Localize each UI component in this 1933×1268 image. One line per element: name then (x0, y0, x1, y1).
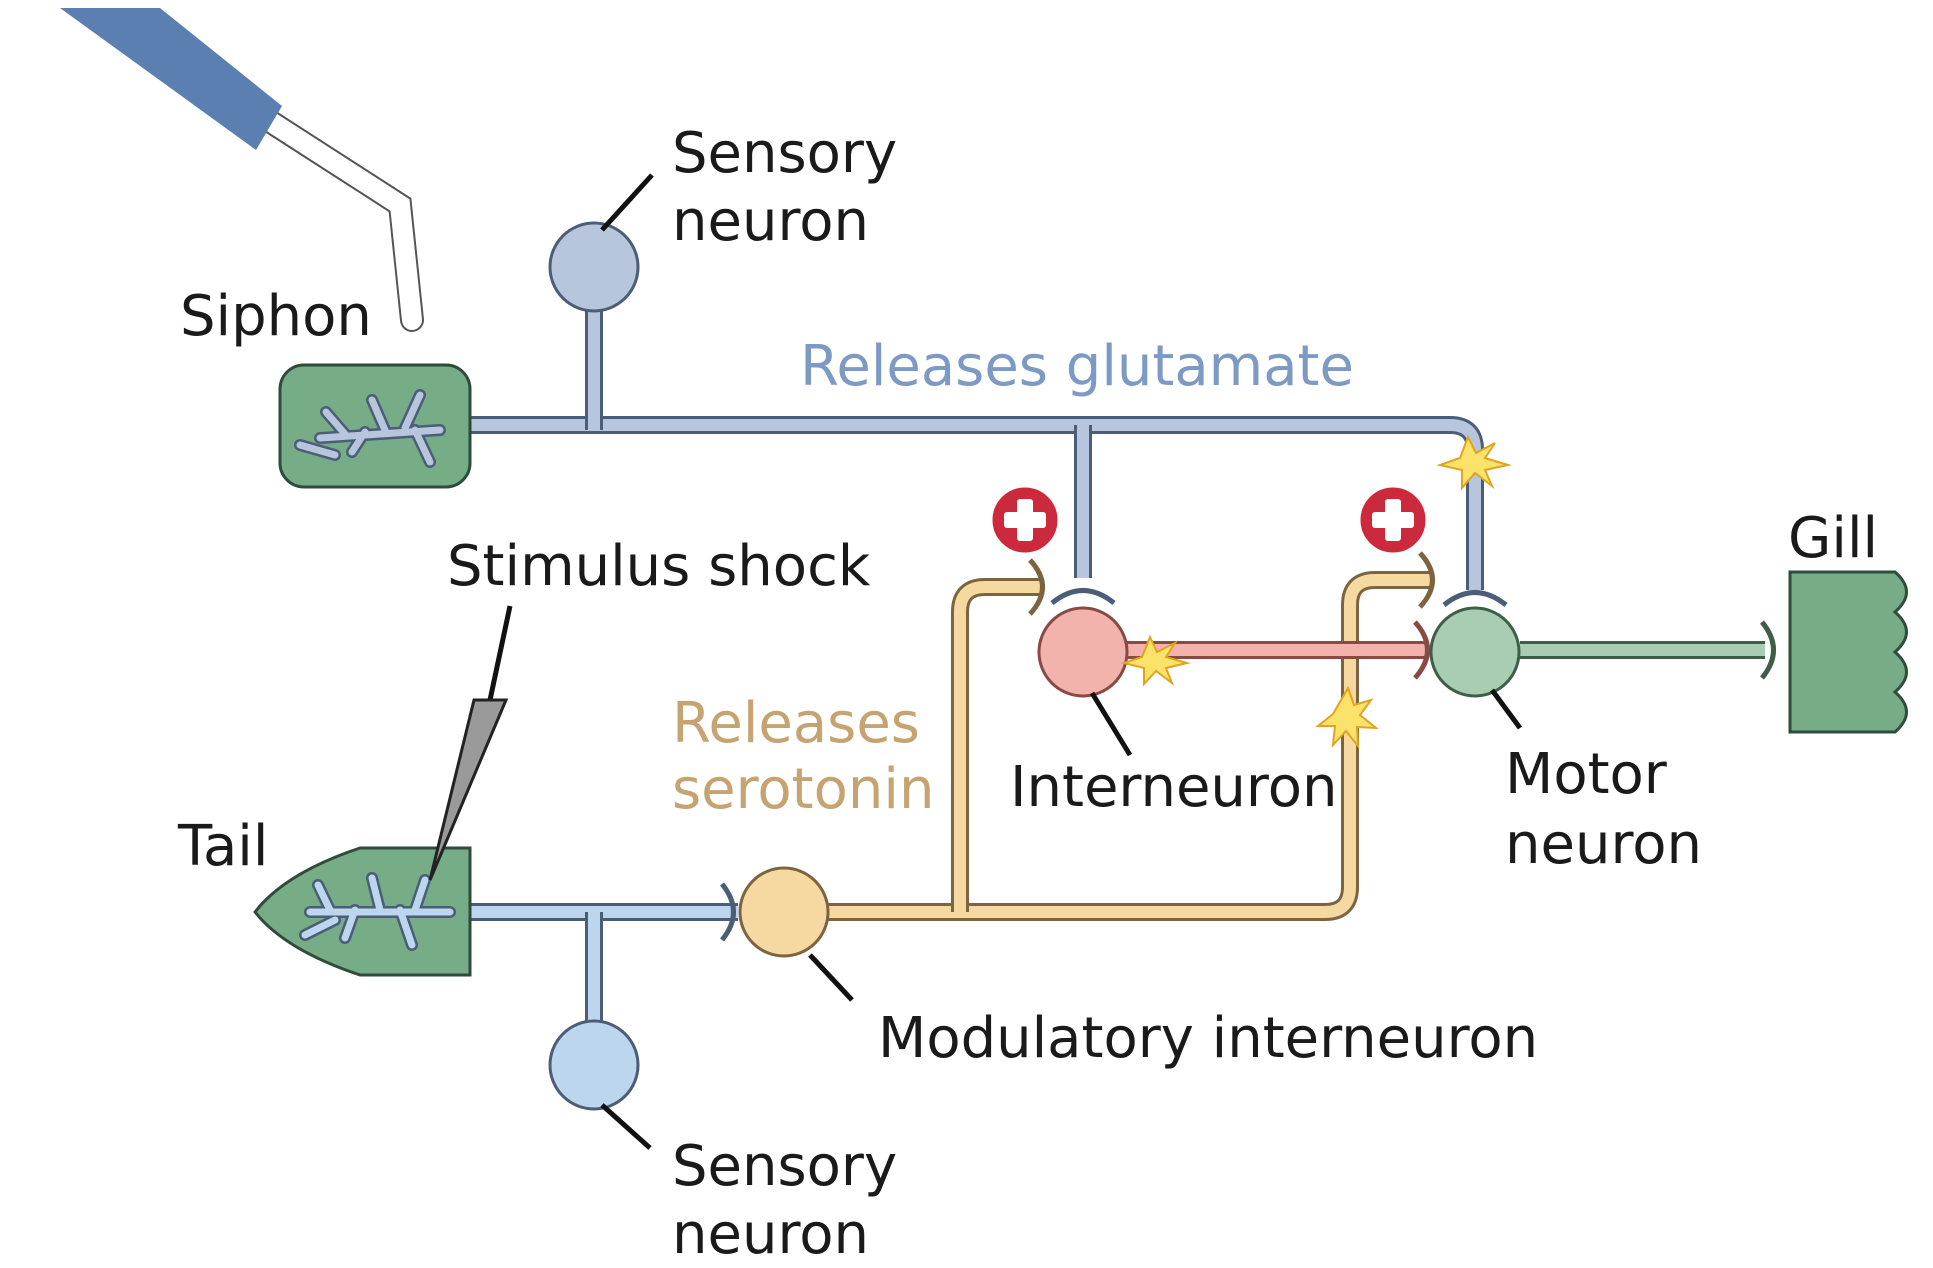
siphon-sensory-neuron-body (548, 221, 640, 313)
interneuron-label: Interneuron (1010, 755, 1337, 820)
siphon-tissue (278, 363, 472, 489)
releases-serotonin-label-line1: Releases (672, 691, 920, 756)
releases-serotonin-label-line2: serotonin (672, 757, 934, 822)
tail-tissue (253, 846, 472, 977)
serotonin-terminal-motor (1418, 551, 1435, 609)
gill-label: Gill (1788, 506, 1878, 571)
releases-glutamate-label: Releases glutamate (800, 334, 1354, 399)
spark-icon (1315, 685, 1380, 750)
leader-lines (600, 173, 1523, 1150)
synapse-terminal-modulatory (720, 882, 736, 942)
sensory-neuron-top-label-line1: Sensory (672, 121, 897, 186)
plus-badge-icon (1357, 484, 1429, 556)
modulatory-axon (780, 571, 1430, 921)
gill-tissue (1788, 570, 1908, 734)
motor-terminal (1760, 620, 1776, 680)
motor-neuron-body (1429, 606, 1521, 698)
sensory-neuron-bottom-label-line1: Sensory (672, 1134, 897, 1199)
modulatory-neuron-body (738, 866, 830, 958)
siphon-label: Siphon (180, 284, 372, 349)
stimulus-shock-label: Stimulus shock (447, 534, 871, 599)
serotonin-terminal-interneuron (1028, 558, 1045, 616)
tail-sensory-neuron-body (548, 1019, 640, 1111)
synapse-terminal-interneuron (1050, 588, 1116, 605)
spark-icon (1436, 434, 1512, 491)
modulatory-interneuron-label: Modulatory interneuron (878, 1006, 1538, 1071)
plus-badge-icon (989, 484, 1061, 556)
sensory-neuron-top-label-line2: neuron (672, 189, 869, 254)
motor-neuron-label-line1: Motor (1505, 742, 1668, 807)
electrode-icon (428, 605, 513, 881)
tail-label: Tail (177, 814, 268, 879)
motor-neuron-label-line2: neuron (1505, 812, 1702, 877)
interneuron-terminal (1413, 620, 1430, 680)
spark-icon (1120, 634, 1191, 687)
probe-handle (60, 8, 282, 150)
interneuron-body (1037, 606, 1129, 698)
sensory-neuron-bottom-label-line2: neuron (672, 1202, 869, 1267)
synapse-terminal-motor (1442, 590, 1508, 607)
probe-icon (60, 8, 424, 332)
